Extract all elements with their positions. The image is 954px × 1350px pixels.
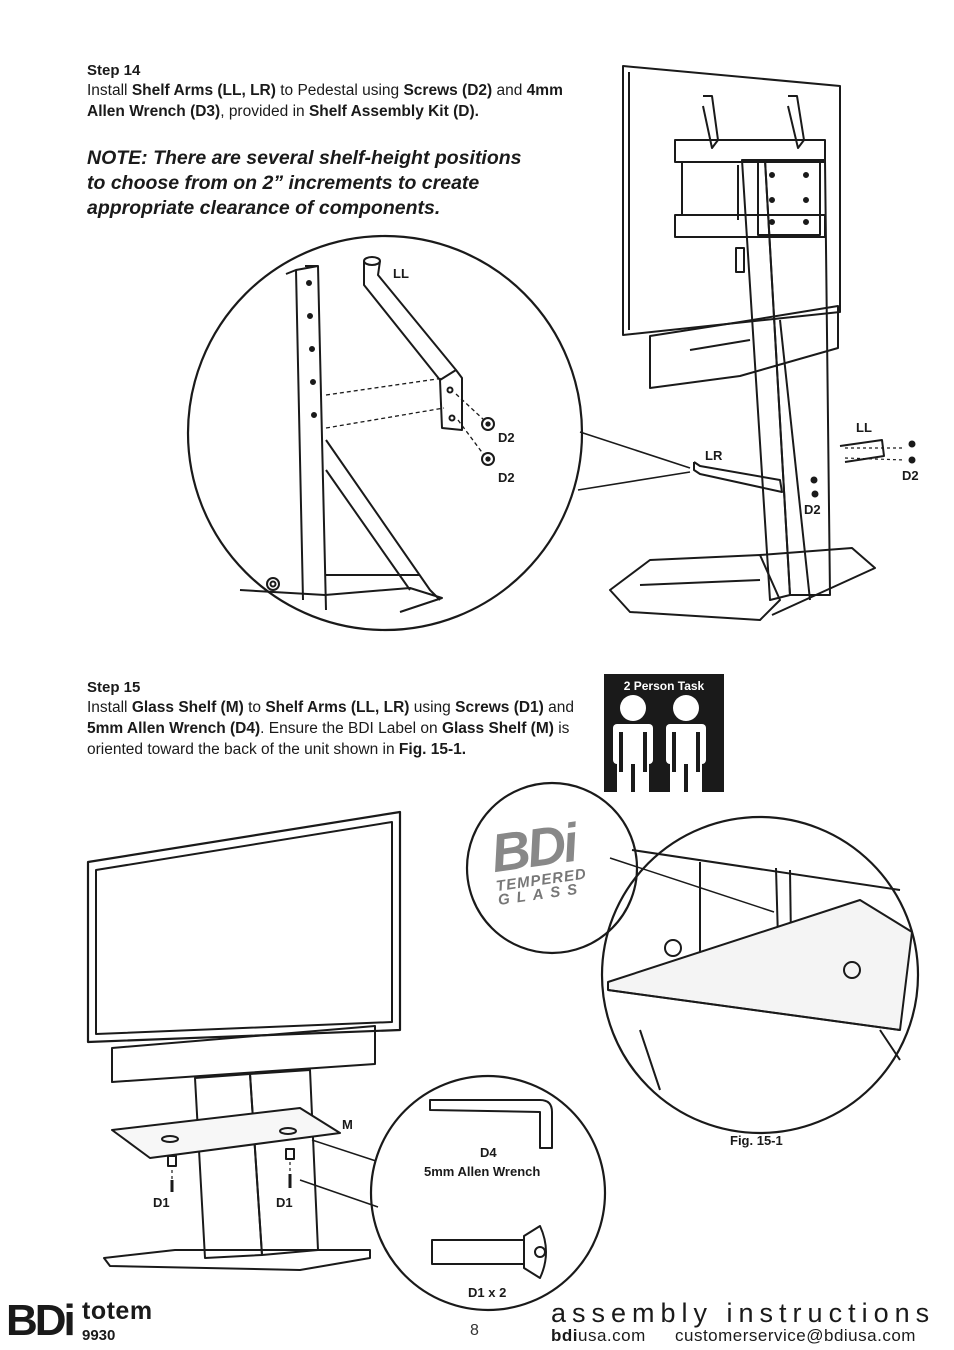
instruction-run: is oriented toward the back of the unit …: [87, 720, 570, 758]
step15-pedestal: [103, 1069, 371, 1271]
instruction-run: 4mm Allen Wrench (D3): [87, 82, 563, 120]
instruction-run: Glass Shelf (M): [131, 699, 244, 716]
instruction-run: Shelf Assembly Kit (D).: [308, 103, 479, 120]
step15-instructions: Install Glass Shelf (M) to Shelf Arms (L…: [87, 697, 592, 760]
page-number: 8: [470, 1322, 479, 1339]
footer-logo: BDi: [6, 1296, 76, 1345]
step14-instructions: Install Shelf Arms (LL, LR) to Pedestal …: [87, 80, 597, 122]
label-d2-lower: D2: [498, 470, 515, 485]
label-m: M: [342, 1117, 353, 1132]
label-d4: D4: [480, 1145, 497, 1160]
step15-glass-shelf-m: [111, 1107, 341, 1188]
step14-mount-bracket: [674, 95, 826, 273]
allen-wrench-icon: [429, 1099, 553, 1149]
label-ll-right: LL: [856, 420, 872, 435]
label-d1-right: D1: [276, 1195, 293, 1210]
instruction-run: and: [543, 699, 575, 716]
instruction-run: Shelf Arms (LL, LR): [265, 699, 410, 716]
label-ll: LL: [393, 266, 409, 281]
footer-product-name: totem: [82, 1297, 153, 1325]
instruction-run: Screws (D2): [403, 82, 493, 99]
tempered-glass-logo: BDi TEMPERED GLASS: [487, 812, 618, 909]
instruction-run: to: [243, 699, 266, 716]
footer-model-number: 9930: [82, 1327, 116, 1344]
instruction-run: using: [409, 699, 456, 716]
step15-title: Step 15: [87, 679, 141, 696]
callout-line: [299, 1179, 379, 1208]
label-d1-left: D1: [153, 1195, 170, 1210]
step14-note: NOTE: There are several shelf-height pos…: [87, 146, 587, 221]
note-line-2: to choose from on 2” increments to creat…: [87, 172, 480, 194]
label-lr: LR: [705, 448, 723, 463]
label-wrench: 5mm Allen Wrench: [424, 1164, 541, 1179]
step14-shelf-arms: [693, 439, 916, 498]
callout-line: [311, 1139, 377, 1162]
instruction-run: Install: [87, 82, 132, 99]
website-rest: usa.com: [578, 1326, 646, 1345]
label-d2-right: D2: [902, 468, 919, 483]
instruction-run: , provided in: [220, 103, 309, 120]
instruction-run: Shelf Arms (LL, LR): [131, 82, 276, 99]
two-person-task-label: 2 Person Task: [623, 679, 705, 693]
step15-screws-d1: [170, 1174, 292, 1192]
step15-tv: [86, 810, 402, 1044]
label-d2-upper: D2: [498, 430, 515, 445]
footer-contact: bdiusa.com customerservice@bdiusa.com: [551, 1326, 916, 1346]
detail-pedestal-post: [239, 265, 443, 613]
detail-screws-d2: [325, 377, 495, 466]
assembly-instructions-title: assembly instructions: [551, 1298, 936, 1328]
label-d1x2: D1 x 2: [468, 1285, 507, 1300]
step15-soundbar: [111, 1025, 376, 1083]
step14-soundbar: [649, 305, 839, 389]
instruction-run: Fig. 15-1.: [398, 741, 467, 758]
detail-shelf-arm-ll: [363, 256, 463, 431]
bdi-label-circle: [465, 781, 775, 955]
label-d2-bottom: D2: [804, 502, 821, 517]
instruction-run: 5mm Allen Wrench (D4): [87, 720, 261, 737]
website-bold: bdi: [551, 1326, 578, 1345]
step14-pedestal: [609, 159, 876, 621]
instruction-run: . Ensure the BDI Label on: [260, 720, 442, 737]
instruction-run: Glass Shelf (M): [441, 720, 554, 737]
two-person-task-badge: [604, 674, 724, 792]
email-address: customerservice@bdiusa.com: [674, 1326, 916, 1345]
instruction-run: and: [492, 82, 527, 99]
hardware-circle: [369, 1074, 607, 1312]
step14-detail-circle: [186, 234, 691, 632]
screw-d1-icon: [431, 1225, 547, 1279]
fig-15-1-circle: [600, 815, 920, 1135]
step14-tv-panel: [622, 65, 841, 336]
label-fig-15-1: Fig. 15-1: [730, 1133, 783, 1148]
step14-title: Step 14: [87, 62, 141, 79]
instruction-run: Screws (D1): [455, 699, 544, 716]
note-line-3: appropriate clearance of components.: [87, 197, 441, 219]
note-line-1: NOTE: There are several shelf-height pos…: [87, 147, 522, 169]
instruction-run: to Pedestal using: [275, 82, 404, 99]
instruction-run: Install: [87, 699, 132, 716]
